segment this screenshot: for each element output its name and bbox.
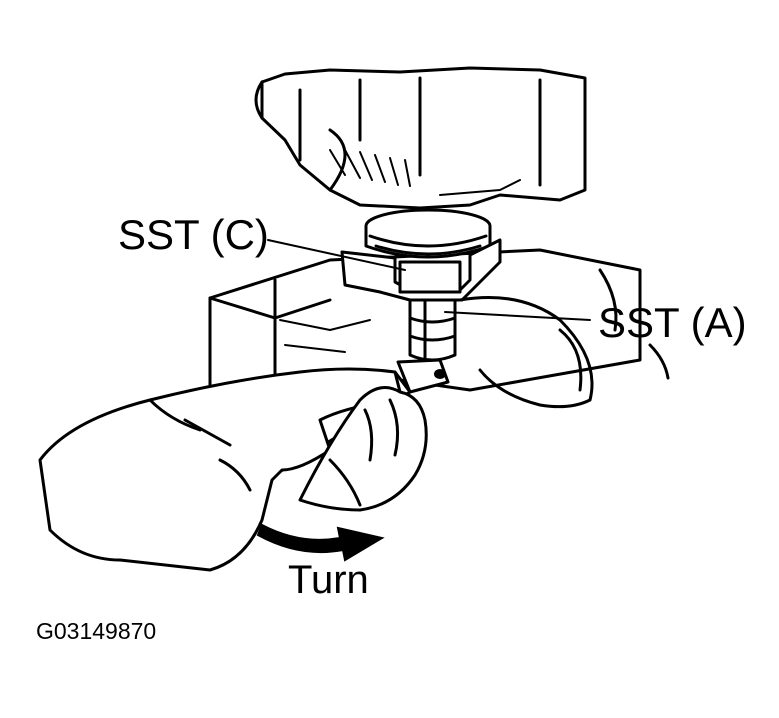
sst-a-tool [408, 298, 457, 362]
alternator-body [254, 66, 587, 210]
sst-c-leader [267, 239, 406, 271]
sst-a-label: SST (A) [598, 299, 747, 346]
turn-label: Turn [288, 558, 369, 602]
sst-c-tool [340, 238, 502, 302]
figure-id: G03149870 [36, 618, 157, 644]
sst-c-label: SST (C) [118, 211, 269, 258]
sst-a-leader [444, 311, 591, 321]
right-hand [298, 268, 670, 512]
leader-lines [267, 239, 591, 321]
pulley [364, 208, 492, 259]
curved-arrow-right-icon [256, 523, 385, 562]
